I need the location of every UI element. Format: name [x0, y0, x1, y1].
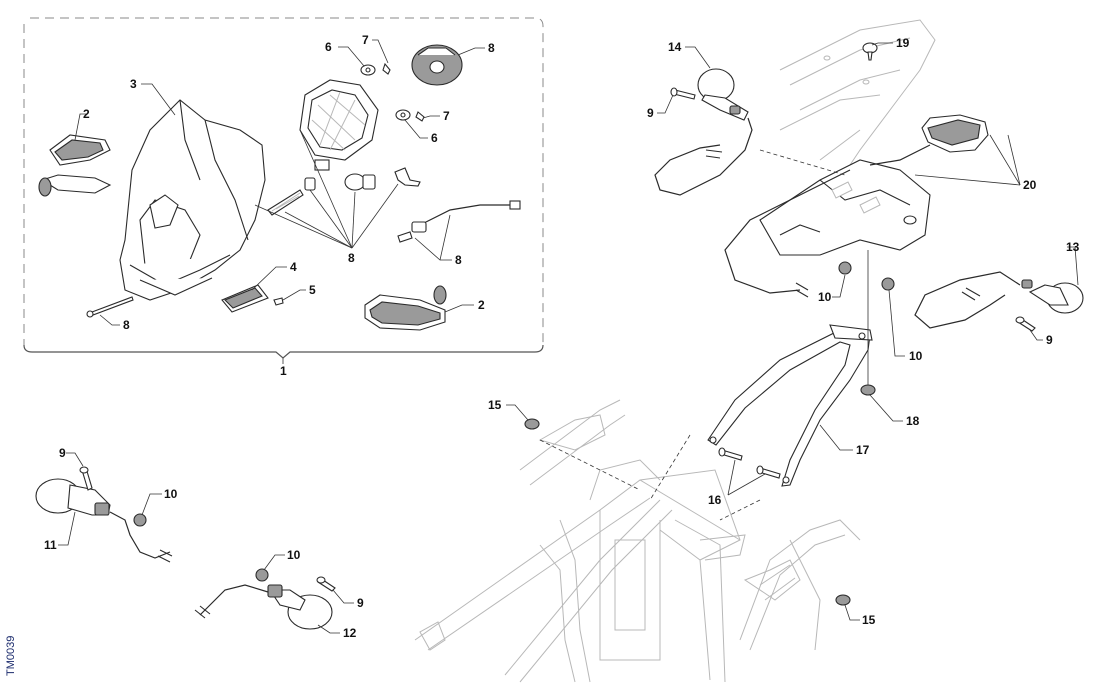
callout-fairing-bolt: 8 [123, 318, 130, 332]
mount-bracket-left[interactable] [38, 134, 112, 197]
callout-nut-front-right: 10 [287, 548, 301, 562]
callout-grab-handle: 17 [856, 443, 870, 457]
grommet-frame-left[interactable] [524, 418, 540, 430]
screw-front-left-signal[interactable] [79, 466, 93, 491]
callout-harness: 8 [455, 253, 462, 267]
nut-front-left[interactable] [133, 513, 147, 527]
headlight-fairing[interactable] [119, 99, 266, 301]
frame-outline [414, 19, 936, 683]
turn-signal-front-left[interactable] [35, 478, 173, 563]
leader-lines [58, 39, 1079, 634]
callout-grommet-frame-right: 15 [862, 613, 876, 627]
callout-handle-screws: 16 [708, 493, 722, 507]
callout-fairing-clip: 4 [290, 260, 297, 274]
callout-turn-signal-front-right: 12 [343, 626, 357, 640]
callout-grommet-frame-left: 15 [488, 398, 502, 412]
screw-rear-right-signal[interactable] [1015, 316, 1036, 332]
callout-screw-lower: 7 [443, 109, 450, 123]
callout-nut-rear-right: 10 [909, 349, 923, 363]
bulb-cover[interactable] [411, 44, 463, 86]
callout-headlight-assembly: 1 [280, 364, 287, 378]
callout-screw-rear-right-signal: 9 [1046, 333, 1053, 347]
callout-bulb-kit: 8 [348, 251, 355, 265]
callout-screw-rear-left-signal: 9 [647, 106, 654, 120]
bulb-kit[interactable] [267, 167, 421, 216]
turn-signal-rear-left[interactable] [654, 68, 753, 196]
callout-turn-signal-rear-left: 14 [668, 40, 682, 54]
rear-harness[interactable] [724, 169, 851, 298]
grommet-frame-right[interactable] [835, 594, 851, 606]
fairing-clip[interactable] [221, 284, 269, 313]
callout-mount-bracket-left: 2 [83, 107, 90, 121]
rear-fender[interactable] [759, 159, 931, 256]
clip-screw[interactable] [273, 297, 284, 306]
callout-grommet-handle: 18 [906, 414, 920, 428]
callout-labels: 1 2 2 3 4 5 6 6 7 7 8 8 8 8 13 14 11 12 … [44, 33, 1080, 640]
grab-handle[interactable] [707, 324, 873, 487]
drawing-code: TM0039 [5, 636, 17, 676]
nut-rear-mid[interactable] [838, 261, 852, 275]
nut-front-right[interactable] [255, 568, 269, 582]
grommet-handle[interactable] [860, 384, 876, 396]
plate-screw[interactable] [862, 42, 878, 61]
headlight-harness[interactable] [397, 200, 521, 243]
mount-bracket-right[interactable] [364, 285, 447, 331]
callout-washer-lower: 6 [431, 131, 438, 145]
tail-light[interactable] [869, 114, 989, 166]
nut-rear-right[interactable] [881, 277, 895, 291]
washer-upper[interactable] [360, 64, 376, 76]
screw-lower[interactable] [415, 111, 425, 122]
headlight-unit[interactable] [299, 79, 379, 171]
callout-screw-front-right-signal: 9 [357, 596, 364, 610]
callout-turn-signal-front-left: 11 [44, 538, 57, 552]
turn-signal-front-right[interactable] [194, 584, 333, 630]
callout-plate-screw: 19 [896, 36, 910, 50]
callout-screw-upper: 7 [362, 33, 369, 47]
screw-front-right-signal[interactable] [316, 576, 336, 592]
callout-turn-signal-rear-right: 13 [1066, 240, 1080, 254]
callout-clip-screw: 5 [309, 283, 316, 297]
callout-bulb-cover: 8 [488, 41, 495, 55]
fairing-bolt[interactable] [86, 296, 134, 318]
callout-tail-light: 20 [1023, 178, 1037, 192]
turn-signal-rear-right[interactable] [914, 271, 1084, 329]
callout-washer-upper: 6 [325, 40, 332, 54]
handle-screws[interactable] [718, 447, 781, 479]
callout-nut-front-left: 10 [164, 487, 178, 501]
washer-lower[interactable] [395, 109, 411, 121]
callout-headlight-fairing: 3 [130, 77, 137, 91]
screw-upper[interactable] [382, 62, 391, 75]
callout-nut-rear-mid: 10 [818, 290, 832, 304]
callout-mount-bracket-right: 2 [478, 298, 485, 312]
callout-screw-front-left-signal: 9 [59, 446, 66, 460]
screw-rear-left-signal[interactable] [670, 87, 696, 100]
